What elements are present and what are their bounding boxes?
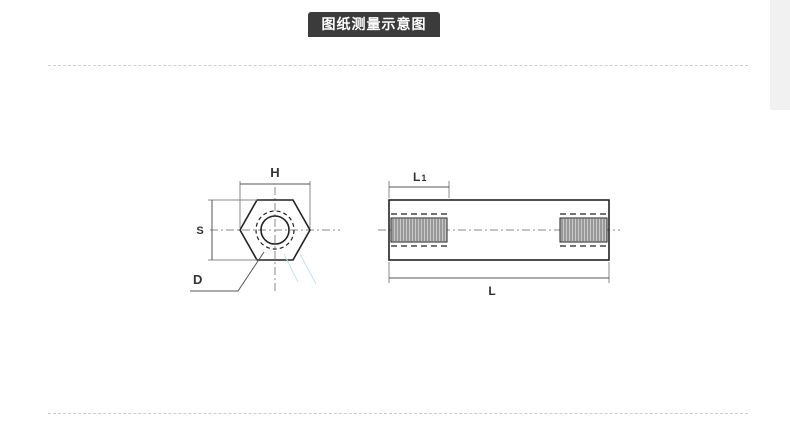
d-dimension-label: D xyxy=(193,272,202,287)
side-view: L1 L xyxy=(378,170,620,298)
right-thread-hatch-lines xyxy=(561,219,605,241)
section-title-badge: 图纸测量示意图 xyxy=(308,12,440,37)
left-thread xyxy=(390,213,448,247)
left-thread-hatch-lines xyxy=(392,219,445,241)
reflection-line-1 xyxy=(283,253,299,283)
l1-label-main: L xyxy=(413,170,420,184)
thread-hole-circle xyxy=(260,215,290,245)
right-thread xyxy=(559,213,608,247)
l1-label-sub: 1 xyxy=(421,173,426,183)
hex-end-view: H S D xyxy=(190,165,340,292)
side-scroll-tab xyxy=(770,0,790,110)
reflection-line-2 xyxy=(299,253,317,285)
spacer-body xyxy=(388,199,610,261)
l-dimension-label: L xyxy=(488,284,495,298)
bottom-divider xyxy=(48,413,748,414)
thread-major-circle xyxy=(255,210,295,250)
top-divider xyxy=(48,65,748,66)
h-dimension-label: H xyxy=(270,165,279,180)
l1-dimension-label: L1 xyxy=(413,170,426,184)
s-dimension-label: S xyxy=(196,225,203,237)
d-leader-line xyxy=(190,251,265,292)
